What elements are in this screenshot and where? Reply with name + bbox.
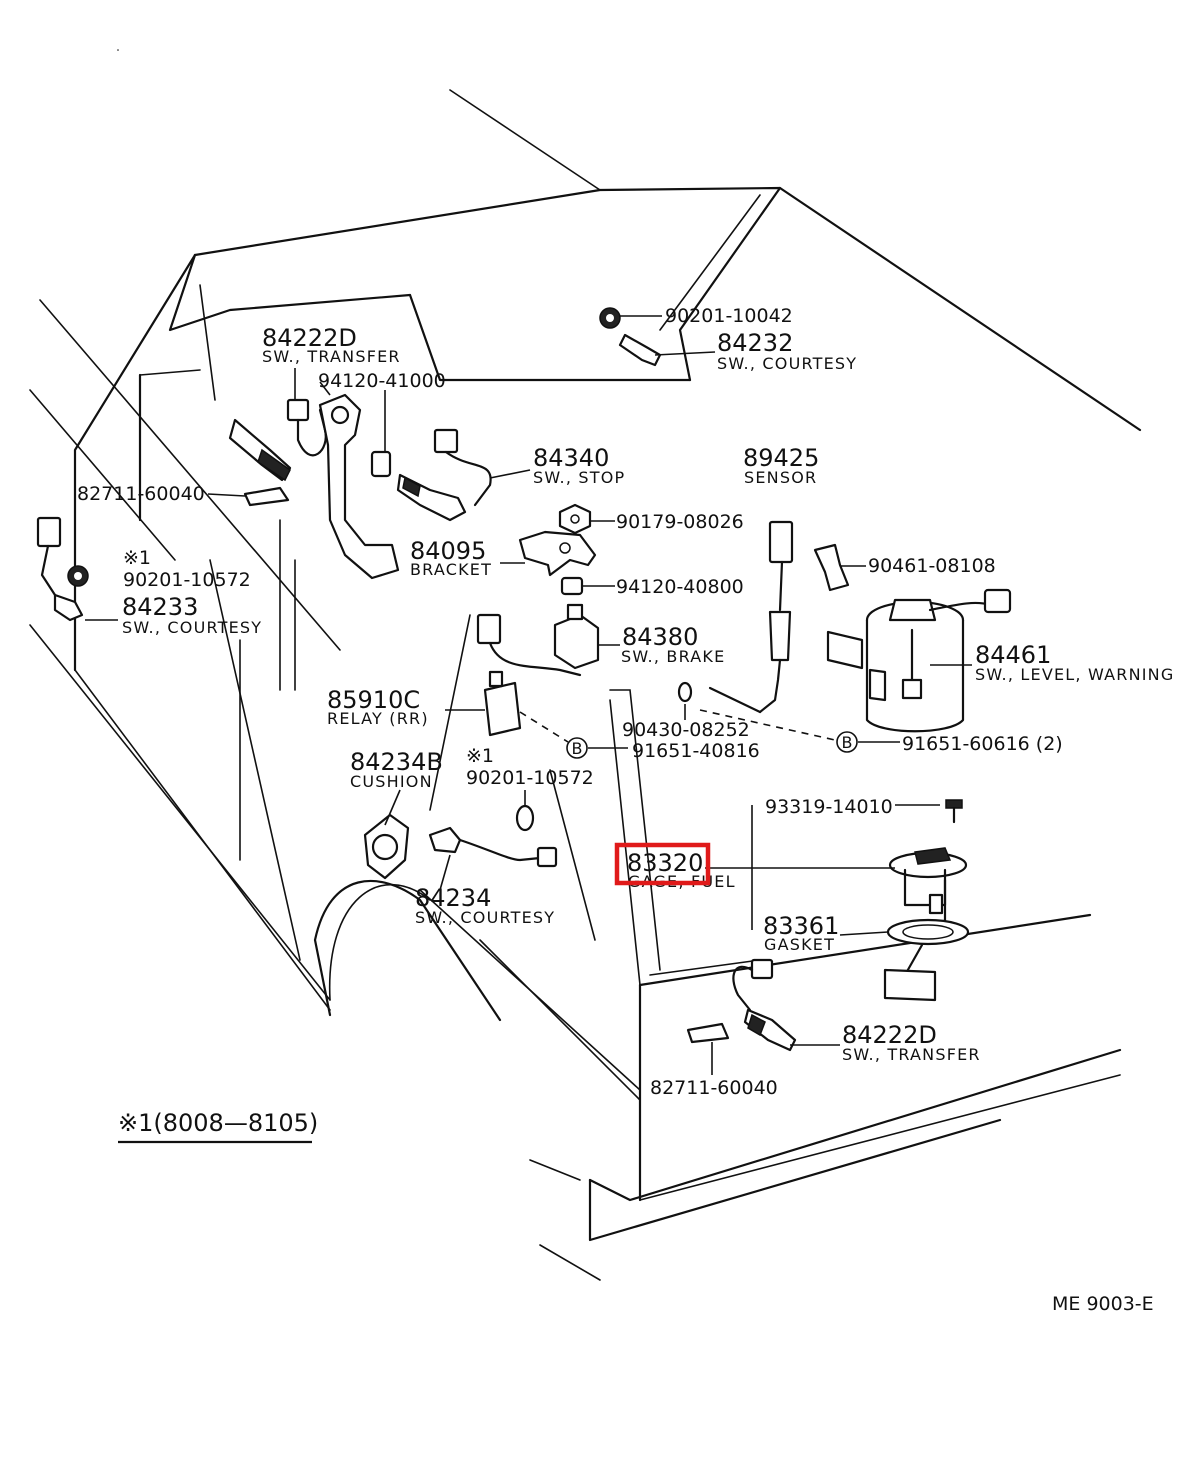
svg-text:※1(8008—8105): ※1(8008—8105) [118,1109,318,1137]
label-82711-60040-top: 82711-60040 [77,483,205,505]
brake-pedal [318,393,400,580]
svg-text:90201-10572: 90201-10572 [466,767,594,789]
clip-82711-top [243,486,290,507]
label-91651-40816: B 91651-40816 [566,737,760,762]
svg-text:91651-60616 (2): 91651-60616 (2) [902,733,1063,755]
transfer-switch-top [228,398,327,482]
svg-text:SW., STOP: SW., STOP [533,468,625,487]
label-90430-08252: 90430-08252 [622,719,750,741]
svg-text:※1: ※1 [123,547,151,569]
svg-text:83320: 83320 [627,849,703,877]
svg-text:SW., TRANSFER: SW., TRANSFER [262,347,401,366]
svg-text:GASKET: GASKET [764,935,835,954]
svg-text:89425: 89425 [743,444,819,472]
label-83320: 83320 GAGE, FUEL [614,842,734,891]
svg-text:SENSOR: SENSOR [744,468,817,487]
svg-text:B: B [572,739,583,758]
label-83361: 83361 GASKET [763,912,839,954]
svg-text:84232: 84232 [717,329,793,357]
highlight-box-83320 [614,842,711,886]
screw-93319 [945,799,963,824]
svg-text:SW., LEVEL, WARNING: SW., LEVEL, WARNING [975,665,1174,684]
vehicle-body-outline [29,49,1142,1281]
gasket-83361 [883,918,970,1002]
label-90461-08108: 90461-08108 [868,555,996,577]
label-84222D-bottom: 84222D SW., TRANSFER [842,1021,981,1064]
label-89425: 89425 SENSOR [743,444,819,487]
svg-text:※1: ※1 [466,745,494,767]
bushing-94120-40800 [560,576,584,596]
label-84380: 84380 SW., BRAKE [621,623,725,666]
svg-text:RELAY (RR): RELAY (RR) [327,709,429,728]
label-85910C: 85910C RELAY (RR) [327,686,429,728]
label-84234: 84234 SW., COURTESY [415,884,555,927]
courtesy-switch-84232 [599,307,662,367]
bracket-84095 [518,530,597,577]
label-84232: 84232 SW., COURTESY [717,329,857,373]
svg-text:84380: 84380 [622,623,698,651]
label-84222D-top: 84222D SW., TRANSFER [262,324,401,366]
brake-switch [476,603,600,677]
svg-text:SW., COURTESY: SW., COURTESY [717,354,857,373]
svg-text:84234B: 84234B [350,748,443,776]
fuel-gage [888,847,968,937]
nut-90179 [558,503,592,535]
label-84233: 84233 SW., COURTESY [122,593,262,637]
label-94120-40800: 94120-40800 [616,576,744,598]
washer-90430 [677,681,693,703]
label-94120-41000: 94120-41000 [318,370,446,392]
label-93319-14010: 93319-14010 [765,796,893,818]
courtesy-switch-84234 [428,826,558,868]
label-90179-08026: 90179-08026 [616,511,744,533]
label-90201-10572-left: ※1 90201-10572 [123,547,251,591]
courtesy-switch-84233 [36,516,89,622]
leader-lines [85,315,972,1075]
svg-text:SW., COURTESY: SW., COURTESY [415,908,555,927]
svg-text:SW., COURTESY: SW., COURTESY [122,618,262,637]
svg-text:84095: 84095 [410,537,486,565]
clip-82711-bottom [686,1022,730,1044]
svg-text:84234: 84234 [415,884,491,912]
svg-text:B: B [842,733,853,752]
bushing-94120-41000 [370,450,392,478]
svg-text:84222D: 84222D [842,1021,937,1049]
svg-text:83361: 83361 [763,912,839,940]
svg-text:84340: 84340 [533,444,609,472]
washer-90201-10572-mid [515,804,535,832]
level-warning-switch [826,588,1012,733]
svg-text:CUSHION: CUSHION [350,772,433,791]
sensor-89425 [708,520,794,714]
cushion-84234B [363,813,410,880]
svg-text:SW., TRANSFER: SW., TRANSFER [842,1045,981,1064]
diagram-id: ME 9003-E [1052,1293,1154,1315]
label-84234B: 84234B CUSHION [350,748,443,791]
svg-text:84222D: 84222D [262,324,357,352]
svg-text:SW., BRAKE: SW., BRAKE [621,647,725,666]
svg-text:84233: 84233 [122,593,198,621]
label-84340: 84340 SW., STOP [533,444,625,487]
svg-text:BRACKET: BRACKET [410,560,492,579]
svg-text:91651-40816: 91651-40816 [632,740,760,762]
svg-text:84461: 84461 [975,641,1051,669]
footnote: ※1(8008—8105) [118,1109,318,1144]
transfer-switch-bottom [732,958,797,1052]
stop-switch [396,428,492,522]
svg-text:90201-10572: 90201-10572 [123,569,251,591]
label-84095: 84095 BRACKET [410,537,492,579]
label-82711-60040-bottom: 82711-60040 [650,1077,778,1099]
label-90201-10042: 90201-10042 [665,305,793,327]
clamp-90461 [813,543,850,592]
relay [483,670,522,737]
label-91651-60616: B 91651-60616 (2) [836,731,1063,755]
svg-text:85910C: 85910C [327,686,420,714]
label-84461: 84461 SW., LEVEL, WARNING [975,641,1174,684]
label-90201-10572-mid: ※1 90201-10572 [466,745,594,789]
